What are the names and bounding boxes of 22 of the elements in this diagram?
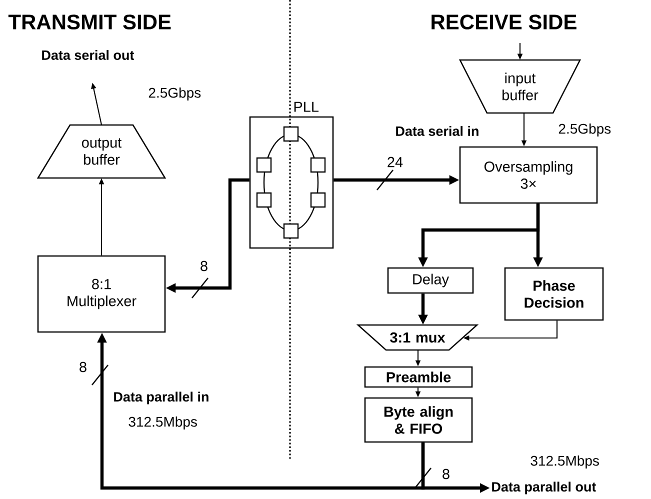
phase-decision-box: Phase Decision bbox=[504, 267, 604, 321]
rate-label: 2.5Gbps bbox=[558, 123, 611, 137]
byte-align-box: Byte align & FIFO bbox=[364, 397, 473, 443]
rate-label: 2.5Gbps bbox=[148, 87, 201, 101]
node-label: PLL bbox=[294, 102, 319, 112]
multiplexer-box: 8:1 Multiplexer bbox=[37, 255, 166, 333]
signal-label: Data serial in bbox=[396, 126, 478, 136]
signal-label: Data serial out bbox=[42, 50, 134, 60]
oversampling-box: Oversampling 3× bbox=[459, 146, 598, 204]
bus-width-label: 8 bbox=[80, 362, 108, 386]
side-heading: RECEIVE SIDE bbox=[432, 14, 576, 30]
bus-width-label: 24 bbox=[376, 156, 403, 190]
signal-label: Data parallel out bbox=[492, 482, 596, 494]
pll-box: PLL bbox=[249, 102, 334, 249]
signal-label: Data parallel in bbox=[114, 392, 208, 404]
delay-box: Delay bbox=[387, 267, 474, 294]
bus-width-label: 8 bbox=[414, 468, 450, 488]
preamble-box: Preamble bbox=[364, 366, 473, 388]
side-heading: TRANSMIT SIDE bbox=[8, 14, 171, 30]
bus-width-label: 8 bbox=[192, 260, 209, 298]
rate-label: 312.5Mbps bbox=[530, 455, 599, 469]
rate-label: 312.5Mbps bbox=[128, 416, 197, 430]
